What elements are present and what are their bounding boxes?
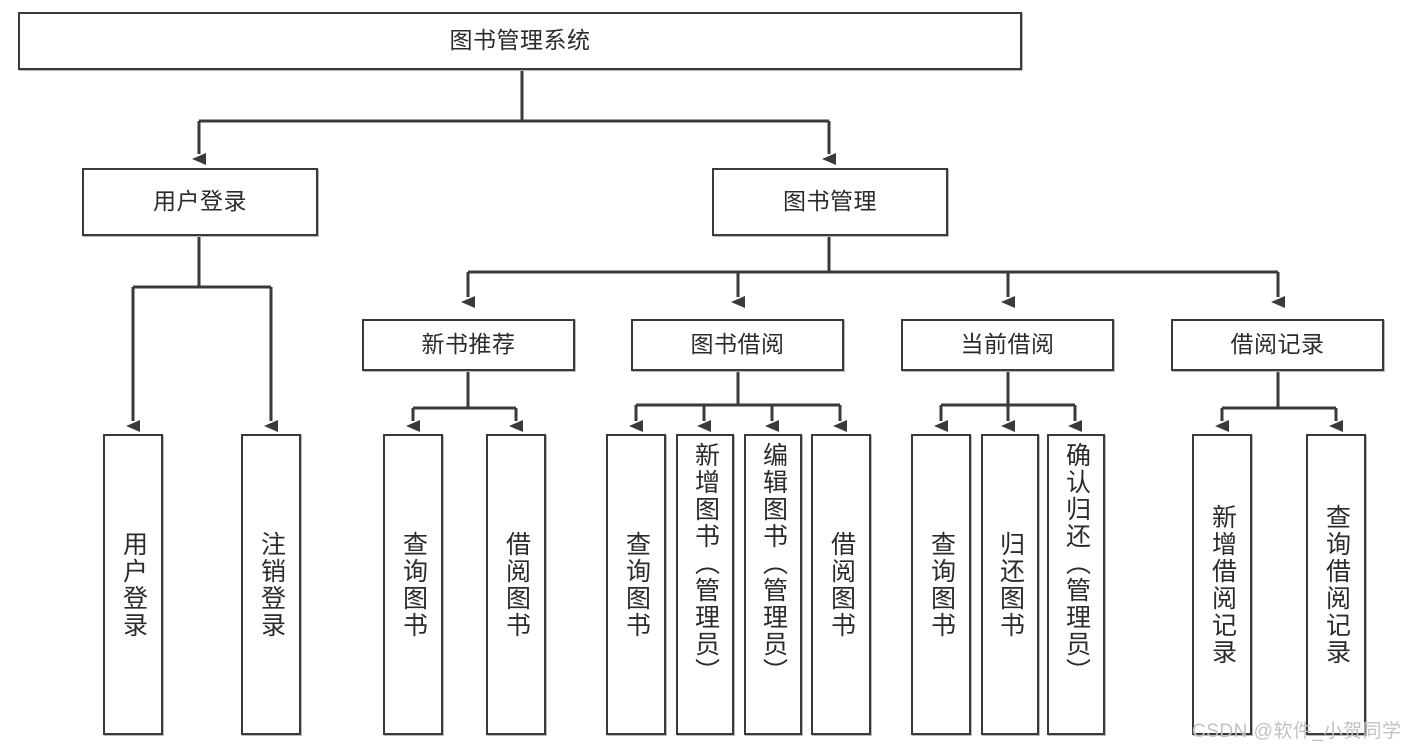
node-book-borrow-label: 图书借阅 xyxy=(690,331,785,358)
leaf-user-login-logout[interactable]: 注销登录 xyxy=(241,434,301,735)
leaf-record-add[interactable]: 新增借阅记录 xyxy=(1192,434,1252,735)
leaf-borrow-edit-book[interactable]: 编辑图书（管理员） xyxy=(744,434,802,735)
leaf-user-login-logout-label: 注销登录 xyxy=(257,530,286,639)
leaf-borrow-borrow-book[interactable]: 借阅图书 xyxy=(811,434,871,735)
leaf-borrow-edit-book-label: 编辑图书（管理员） xyxy=(759,442,788,685)
node-new-book-recommend[interactable]: 新书推荐 xyxy=(362,319,575,371)
node-user-login[interactable]: 用户登录 xyxy=(82,168,318,236)
leaf-record-add-label: 新增借阅记录 xyxy=(1208,503,1237,666)
node-book-manage[interactable]: 图书管理 xyxy=(712,168,948,236)
node-current-borrow[interactable]: 当前借阅 xyxy=(901,319,1114,371)
node-root-system[interactable]: 图书管理系统 xyxy=(18,12,1022,70)
leaf-record-query-label: 查询借阅记录 xyxy=(1322,503,1351,666)
node-book-borrow[interactable]: 图书借阅 xyxy=(631,319,844,371)
node-new-book-recommend-label: 新书推荐 xyxy=(421,331,516,358)
leaf-current-return-book[interactable]: 归还图书 xyxy=(981,434,1039,735)
leaf-record-query[interactable]: 查询借阅记录 xyxy=(1306,434,1366,735)
leaf-user-login-login-label: 用户登录 xyxy=(119,530,148,639)
node-current-borrow-label: 当前借阅 xyxy=(960,331,1055,358)
node-borrow-record[interactable]: 借阅记录 xyxy=(1171,319,1384,371)
leaf-borrow-query-book-label: 查询图书 xyxy=(622,530,651,639)
leaf-current-confirm-return[interactable]: 确认归还（管理员） xyxy=(1047,434,1105,735)
node-root-system-label: 图书管理系统 xyxy=(449,27,591,54)
leaf-borrow-add-book-label: 新增图书（管理员） xyxy=(691,442,720,685)
csdn-watermark: CSDN @软件_小贺同学 xyxy=(1192,721,1402,742)
node-borrow-record-label: 借阅记录 xyxy=(1230,331,1325,358)
leaf-current-query-book-label: 查询图书 xyxy=(927,530,956,639)
leaf-borrow-query-book[interactable]: 查询图书 xyxy=(606,434,666,735)
leaf-current-confirm-return-label: 确认归还（管理员） xyxy=(1062,442,1091,685)
leaf-new-book-borrow-label: 借阅图书 xyxy=(502,530,531,639)
node-user-login-label: 用户登录 xyxy=(153,188,247,215)
leaf-new-book-query[interactable]: 查询图书 xyxy=(383,434,443,735)
leaf-current-query-book[interactable]: 查询图书 xyxy=(911,434,971,735)
leaf-user-login-login[interactable]: 用户登录 xyxy=(103,434,163,735)
leaf-borrow-borrow-book-label: 借阅图书 xyxy=(827,530,856,639)
leaf-borrow-add-book[interactable]: 新增图书（管理员） xyxy=(676,434,734,735)
leaf-current-return-book-label: 归还图书 xyxy=(996,530,1025,639)
node-book-manage-label: 图书管理 xyxy=(783,188,877,215)
leaf-new-book-query-label: 查询图书 xyxy=(399,530,428,639)
leaf-new-book-borrow[interactable]: 借阅图书 xyxy=(486,434,546,735)
